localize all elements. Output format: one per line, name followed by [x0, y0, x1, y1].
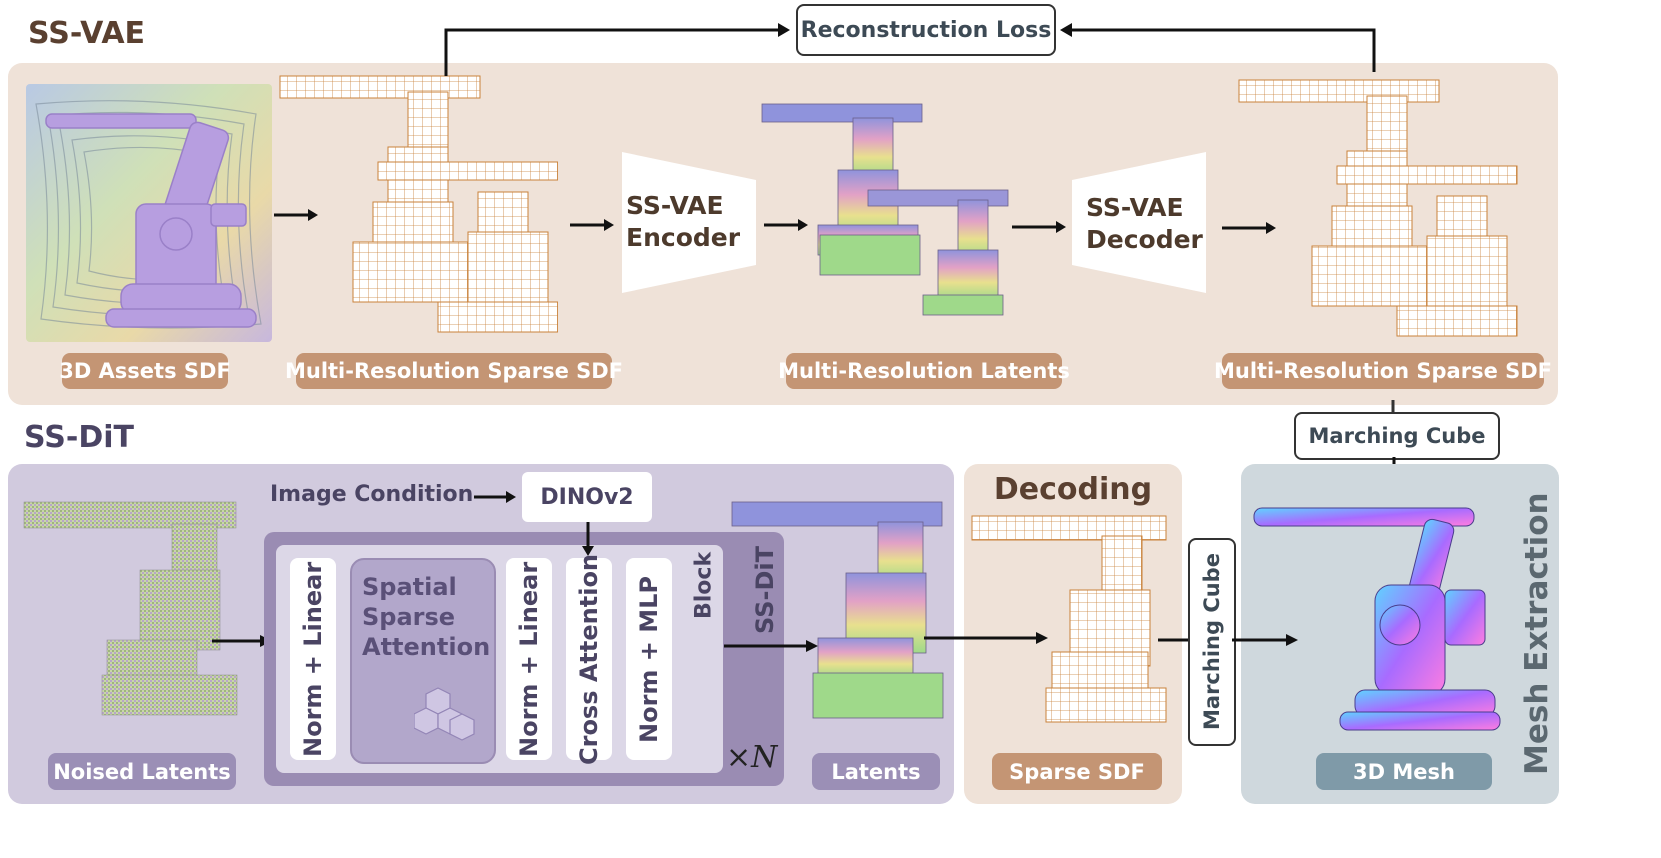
arrow-assets-to-sparse: [274, 209, 318, 221]
ss-vae-encoder-label: SS-VAE Encoder: [626, 191, 741, 252]
cubes-icon: [414, 687, 475, 741]
arrow-marching-to-3d-mesh: [1232, 634, 1298, 646]
arrow-sparse-to-encoder: [570, 219, 614, 231]
arrow-block-to-latents: [724, 640, 818, 652]
reconstruction-loss-box: Reconstruction Loss: [796, 4, 1056, 56]
arrow-dinov2-to-cross-attention: [582, 522, 594, 556]
arrow-encoder-to-latents: [764, 219, 808, 231]
label-sparse-sdf-in: Multi-Resolution Sparse SDF: [285, 353, 623, 389]
noised-latents-image: [23, 501, 238, 716]
ss-vae-decoder-label: SS-VAE Decoder: [1086, 193, 1203, 254]
arrow-out-to-reconstruction-loss: [1060, 23, 1376, 72]
layer-cross-attention: Cross Attention: [566, 553, 612, 765]
block-label: Block: [691, 551, 717, 619]
spatial-sparse-attention-label: Spatial Sparse Attention: [362, 573, 491, 661]
ss-vae-decoder-shape: [1072, 152, 1206, 293]
layer-spatial-sparse-attention: Spatial Sparse Attention: [350, 558, 496, 764]
repeat-n-label: ×N: [726, 740, 778, 775]
arrow-decoder-to-sparse: [1222, 222, 1276, 234]
layer-norm-linear-2: Norm + Linear: [506, 558, 552, 760]
multi-resolution-latents-image: [761, 103, 1009, 316]
decoded-sparse-sdf-image: [971, 515, 1167, 723]
marching-cube-box-decoding: Marching Cube: [1188, 538, 1236, 746]
arrow-latents-to-decoder: [1012, 221, 1066, 233]
label-sparse-sdf: Sparse SDF: [992, 753, 1162, 790]
ss-vae-title: SS-VAE: [28, 16, 146, 51]
latents-image: [731, 501, 944, 719]
layer-norm-mlp: Norm + MLP: [626, 558, 672, 760]
dinov2-box: DINOv2: [522, 472, 652, 522]
label-sparse-sdf-out: Multi-Resolution Sparse SDF: [1214, 353, 1552, 389]
ss-dit-title: SS-DiT: [24, 420, 134, 455]
3d-assets-sdf-image: [26, 84, 272, 342]
sparse-sdf-in-image: [279, 75, 558, 333]
decoding-title: Decoding: [993, 472, 1153, 507]
mesh-extraction-title: Mesh Extraction: [1519, 492, 1555, 776]
3d-mesh-image: [1253, 507, 1501, 731]
connector-sparse-to-marching: [1391, 400, 1395, 414]
marching-cube-box-mesh: Marching Cube: [1294, 412, 1500, 460]
image-condition-label: Image Condition: [270, 482, 474, 507]
arrow-condition-to-dinov2: [474, 491, 516, 503]
arrow-to-reconstruction-loss: [444, 23, 790, 76]
label-noised-latents: Noised Latents: [48, 753, 236, 790]
ss-vae-encoder-shape: [622, 152, 756, 293]
label-multi-resolution-latents: Multi-Resolution Latents: [778, 353, 1070, 389]
layer-norm-linear-1: Norm + Linear: [290, 558, 336, 760]
line-sparse-sdf-to-marching: [1158, 638, 1190, 642]
label-latents: Latents: [812, 753, 940, 790]
sparse-sdf-out-image: [1238, 79, 1518, 337]
label-3d-assets-sdf: 3D Assets SDF: [59, 353, 231, 389]
arrow-latents-to-sparse-sdf: [924, 632, 1048, 644]
label-3d-mesh: 3D Mesh: [1316, 753, 1492, 790]
